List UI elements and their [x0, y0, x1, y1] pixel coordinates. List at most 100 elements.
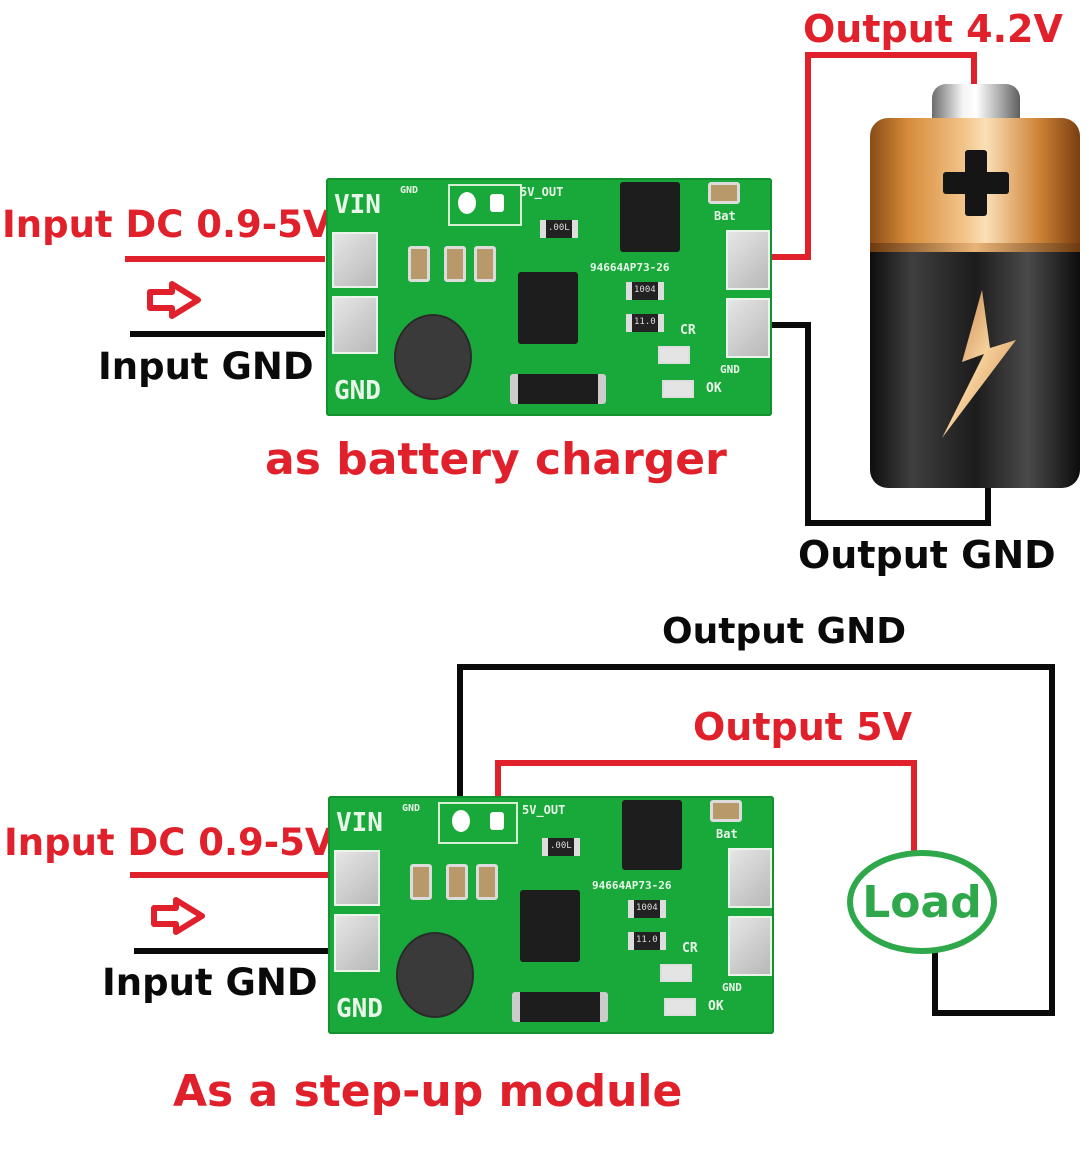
output-gnd-label: Output GND — [662, 611, 907, 652]
capacitor — [446, 864, 468, 900]
output-positive-wire — [772, 254, 811, 260]
output-ground-wire — [805, 520, 991, 526]
input-dc-label: Input DC 0.9-5V — [2, 203, 332, 246]
pcb-gnd-label: GND — [334, 376, 381, 406]
pcb-5v-out-label: 5V_OUT — [522, 803, 566, 817]
gnd-out-hole — [452, 810, 470, 832]
input-dc-label: Input DC 0.9-5V — [4, 821, 334, 864]
caption-battery-charger: as battery charger — [265, 434, 727, 485]
boost-module-pcb: VIN GND GND 5V_OUT Bat CR OK GND 94664AP… — [328, 796, 774, 1034]
resistor-code: 11.0 — [634, 317, 656, 327]
input-gnd-label: Input GND — [98, 345, 314, 388]
pcb-ok-label: OK — [706, 381, 722, 396]
bat-pad — [726, 230, 770, 290]
output-ground-wire — [457, 664, 463, 824]
output-gnd-label: Output GND — [798, 533, 1056, 577]
output-ground-wire — [932, 1010, 1055, 1016]
battery-negative-half — [870, 252, 1080, 488]
boost-ic — [520, 890, 580, 962]
output-ground-wire — [457, 664, 1055, 670]
capacitor — [708, 182, 740, 204]
pcb-vin-label: VIN — [334, 190, 381, 220]
gnd-pad — [334, 914, 380, 972]
cr-led — [658, 346, 690, 364]
resistor: 1004 — [628, 900, 666, 918]
vin-pad — [334, 850, 380, 906]
output-voltage-label: Output 4.2V — [803, 7, 1063, 51]
ok-led — [662, 380, 694, 398]
charger-ic — [622, 800, 682, 870]
pcb-cr-label: CR — [682, 941, 698, 956]
resistor: 11.0 — [626, 314, 664, 332]
pcb-bat-label: Bat — [716, 827, 738, 841]
pcb-gnd-right-label: GND — [722, 981, 742, 994]
output-5v-wire — [911, 760, 917, 854]
pcb-header-frame — [438, 802, 518, 844]
output-positive-wire — [805, 52, 977, 58]
pcb-gnd-label: GND — [336, 994, 383, 1024]
gnd-pad — [332, 296, 378, 354]
output-ground-wire — [985, 482, 991, 526]
5v-out-hole — [490, 194, 504, 212]
bat-gnd-pad — [726, 298, 770, 358]
pcb-gnd-right-label: GND — [720, 363, 740, 376]
resistor-code: 11.0 — [636, 935, 658, 945]
caption-step-up-module: As a step-up module — [173, 1066, 683, 1117]
load-label: Load — [862, 876, 982, 928]
capacitor — [710, 800, 742, 822]
resistor: .00L — [542, 838, 580, 856]
bat-pad — [728, 848, 772, 908]
right-arrow-icon — [151, 897, 205, 935]
pcb-bat-label: Bat — [714, 209, 736, 223]
schottky-diode — [510, 374, 606, 404]
pcb-5v-out-label: 5V_OUT — [520, 185, 564, 199]
input-positive-wire — [130, 872, 330, 878]
output-5v-wire — [495, 760, 917, 766]
resistor-code: .00L — [550, 841, 572, 851]
pcb-ok-label: OK — [708, 999, 724, 1014]
resistor: .00L — [540, 220, 578, 238]
boost-charger-pcb: VIN GND GND 5V_OUT Bat CR OK GND 94664AP… — [326, 178, 772, 416]
ok-led — [664, 998, 696, 1016]
resistor: 1004 — [626, 282, 664, 300]
capacitor — [408, 246, 430, 282]
pcb-cr-label: CR — [680, 323, 696, 338]
input-gnd-label: Input GND — [102, 961, 318, 1004]
lightning-bolt-icon — [942, 290, 1016, 438]
output-positive-wire — [805, 52, 811, 260]
resistor-code: 1004 — [634, 285, 656, 295]
pcb-gnd-small-label: GND — [402, 803, 421, 814]
input-ground-wire — [130, 331, 325, 337]
resistor-code: .00L — [548, 223, 570, 233]
output-5v-label: Output 5V — [693, 705, 913, 749]
output-5v-wire — [495, 760, 501, 824]
plus-icon — [943, 172, 1009, 194]
boost-ic — [518, 272, 578, 344]
capacitor — [444, 246, 466, 282]
input-positive-wire — [125, 256, 325, 262]
schottky-diode — [512, 992, 608, 1022]
output-ground-wire — [1049, 664, 1055, 1016]
output-ground-wire — [805, 322, 811, 526]
gnd-out-hole — [458, 192, 476, 214]
resistor: 11.0 — [628, 932, 666, 950]
capacitor — [410, 864, 432, 900]
capacitor — [476, 864, 498, 900]
pcb-part-code: 94664AP73-26 — [592, 879, 672, 892]
battery-band — [870, 243, 1080, 253]
pcb-part-code: 94664AP73-26 — [590, 261, 670, 274]
battery-terminal — [932, 84, 1020, 122]
cr-led — [660, 964, 692, 982]
input-ground-wire — [134, 948, 330, 954]
pcb-header-frame — [448, 184, 522, 226]
output-ground-wire — [932, 952, 938, 1016]
right-arrow-icon — [147, 281, 201, 319]
pcb-gnd-small-label: GND — [400, 185, 419, 196]
vin-pad — [332, 232, 378, 288]
output-ground-wire — [772, 322, 810, 328]
load-circle: Load — [847, 850, 997, 954]
charger-ic — [620, 182, 680, 252]
5v-out-hole — [490, 812, 504, 830]
capacitor — [474, 246, 496, 282]
inductor — [394, 314, 472, 400]
